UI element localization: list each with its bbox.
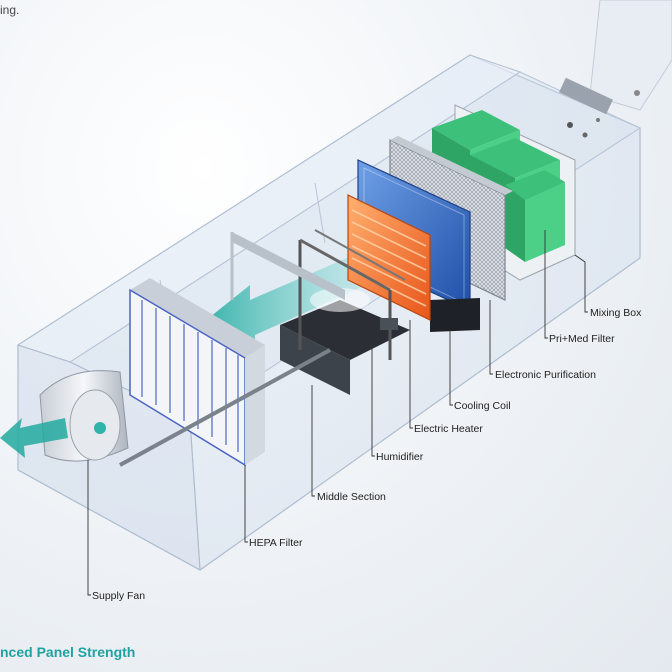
intake-duct	[559, 0, 672, 138]
label-hepa-filter: HEPA Filter	[249, 537, 303, 549]
outlet-airflow-arrow	[0, 418, 68, 458]
hepa-filter-unit	[129, 278, 265, 467]
middle-section-frame	[230, 232, 345, 300]
label-electric-heater: Electric Heater	[414, 423, 483, 435]
footer-heading-fragment: nced Panel Strength	[0, 644, 136, 660]
label-humidifier: Humidifier	[376, 451, 424, 463]
label-pri-med-filter: Pri+Med Filter	[549, 333, 615, 345]
label-mixing-box: Mixing Box	[590, 307, 642, 319]
leader-lines	[87, 230, 588, 596]
label-electronic-purification: Electronic Purification	[495, 369, 596, 381]
label-supply-fan: Supply Fan	[92, 590, 145, 602]
label-middle-section: Middle Section	[317, 491, 386, 503]
electric-heater-unit	[347, 194, 431, 321]
label-cooling-coil: Cooling Coil	[454, 400, 511, 412]
header-text-fragment: ing.	[0, 3, 20, 17]
